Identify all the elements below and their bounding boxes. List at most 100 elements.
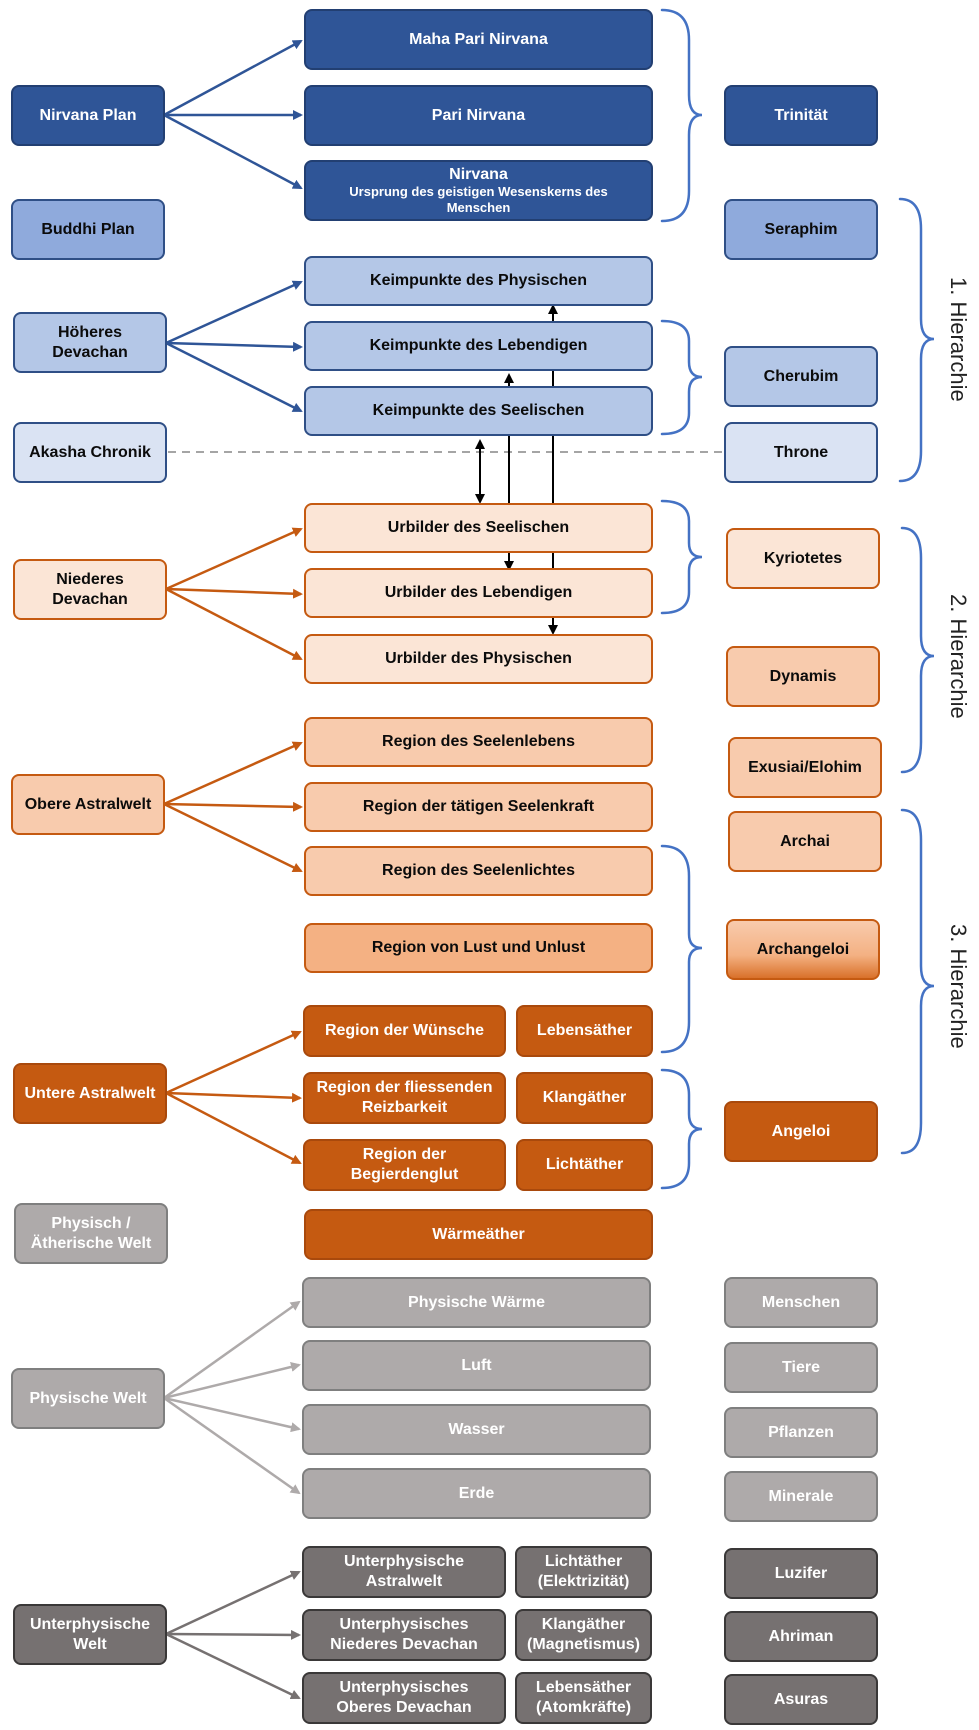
region-label: Physische Wärme <box>408 1293 545 1311</box>
region-lust-unlust: Region von Lust und Unlust <box>304 923 653 973</box>
ether-label: Lichtäther (Elektrizität) <box>537 1553 630 1590</box>
region-urbilder-lebendig: Urbilder des Lebendigen <box>304 568 653 618</box>
hierarchie-1-label: 1. Hierarchie <box>938 239 978 439</box>
region-label: Region der Begierdenglut <box>350 1146 459 1183</box>
region-label: Wasser <box>448 1420 505 1438</box>
being-label: Ahriman <box>768 1627 834 1645</box>
arrow-nirvana-to-maha <box>163 39 303 117</box>
arrows-unterphysische-welt <box>165 1570 301 1700</box>
being-label: Luzifer <box>774 1564 828 1582</box>
being-label: Pflanzen <box>768 1423 834 1441</box>
hierarchie-text: 1. Hierarchie <box>946 276 971 402</box>
region-luft: Luft <box>302 1340 651 1391</box>
region-seelenlicht: Region des Seelenlichtes <box>304 846 653 896</box>
region-unterphysische-astralwelt: Unterphysische Astralwelt <box>302 1546 506 1598</box>
region-label: Urbilder des Seelischen <box>387 519 570 537</box>
arrow-ua-to-begierdenglut <box>165 1091 302 1165</box>
being-label: Exusiai/Elohim <box>748 758 862 776</box>
arrow-oa-to-seelenleben <box>163 741 303 806</box>
plane-niederes-devachan: Niederes Devachan <box>13 559 167 620</box>
brace-hierarchie-1 <box>898 197 935 483</box>
being-label: Archai <box>780 832 830 850</box>
region-begierdenglut: Region der Begierdenglut <box>303 1139 506 1191</box>
plane-akasha-chronik: Akasha Chronik <box>13 422 167 483</box>
brace-hierarchie-2 <box>900 526 935 774</box>
ether-label: Klangäther (Magnetismus) <box>527 1616 640 1653</box>
being-trinitaet: Trinität <box>724 85 878 146</box>
plane-label: Unterphysische Welt <box>29 1615 151 1653</box>
being-pflanzen: Pflanzen <box>724 1407 878 1458</box>
being-throne: Throne <box>724 422 878 483</box>
braces <box>660 8 935 1190</box>
region-label: Unterphysisches Oberes Devachan <box>336 1679 472 1716</box>
ether-label: Lichtäther <box>545 1156 624 1174</box>
plane-label: Buddhi Plan <box>41 220 135 238</box>
arrows-physische-welt <box>163 1300 301 1495</box>
ether-licht-elektrizitaet: Lichtäther (Elektrizität) <box>515 1546 652 1598</box>
region-label: Erde <box>458 1484 495 1502</box>
region-keimpunkte-lebendig: Keimpunkte des Lebendigen <box>304 321 653 371</box>
being-minerale: Minerale <box>724 1471 878 1522</box>
being-menschen: Menschen <box>724 1277 878 1328</box>
hierarchie-2-label: 2. Hierarchie <box>938 556 978 756</box>
being-label: Menschen <box>761 1293 841 1311</box>
arrows-niederes-devachan <box>165 527 303 661</box>
ether-label: Wärmeäther <box>432 1225 525 1243</box>
region-urbilder-seelisch: Urbilder des Seelischen <box>304 503 653 553</box>
ether-lebens-atomkraefte: Lebensäther (Atomkräfte) <box>515 1672 652 1724</box>
being-label: Kyriotetes <box>763 549 843 567</box>
ether-lebensaether: Lebensäther <box>516 1005 653 1057</box>
brace-angeloi <box>660 1068 703 1190</box>
arrow-hd-to-keim-seelisch <box>165 341 303 413</box>
region-nirvana: Nirvana Ursprung des geistigen Wesensker… <box>304 160 653 221</box>
being-cherubim: Cherubim <box>724 346 878 407</box>
being-label: Dynamis <box>769 667 837 685</box>
plane-physisch-aetherische-welt: Physisch / Ätherische Welt <box>14 1203 168 1264</box>
plane-obere-astralwelt: Obere Astralwelt <box>11 774 165 835</box>
region-seelenleben: Region des Seelenlebens <box>304 717 653 767</box>
arrow-pw-to-waerme <box>163 1300 301 1400</box>
arrow-upw-to-oberes <box>165 1632 301 1700</box>
region-label: Maha Pari Nirvana <box>409 30 548 48</box>
arrow-pw-to-luft <box>163 1362 301 1400</box>
arrow-ua-to-wuensche <box>165 1030 302 1095</box>
arrow-oa-to-seelenkraft <box>163 801 303 812</box>
arrows-obere-astralwelt <box>163 741 303 873</box>
ether-label: Lebensäther (Atomkräfte) <box>535 1679 632 1716</box>
region-label: Keimpunkte des Physischen <box>370 272 587 290</box>
arrow-oa-to-seelenlicht <box>163 802 303 873</box>
being-ahriman: Ahriman <box>724 1611 878 1662</box>
region-taetige-seelenkraft: Region der tätigen Seelenkraft <box>304 782 653 832</box>
region-label: Nirvana <box>449 165 508 183</box>
arrows-hoeheres-devachan <box>165 280 303 413</box>
arrows-untere-astralwelt <box>165 1030 302 1165</box>
plane-hoeheres-devachan: Höheres Devachan <box>13 312 167 373</box>
ether-lichtaether: Lichtäther <box>516 1139 653 1191</box>
plane-buddhi-plan: Buddhi Plan <box>11 199 165 260</box>
being-tiere: Tiere <box>724 1342 878 1393</box>
plane-label: Höheres Devachan <box>52 323 128 361</box>
arrows-nirvana-plan <box>163 39 303 190</box>
plane-untere-astralwelt: Untere Astralwelt <box>13 1063 167 1124</box>
region-pari-nirvana: Pari Nirvana <box>304 85 653 146</box>
ether-waermeaether: Wärmeäther <box>304 1209 653 1260</box>
plane-nirvana-plan: Nirvana Plan <box>11 85 165 146</box>
region-label: Region von Lust und Unlust <box>371 939 586 957</box>
plane-physische-welt: Physische Welt <box>11 1368 165 1429</box>
being-label: Seraphim <box>764 220 838 238</box>
being-exusiai-elohim: Exusiai/Elohim <box>728 737 882 798</box>
region-label: Keimpunkte des Seelischen <box>372 402 585 420</box>
being-label: Throne <box>773 443 829 461</box>
region-label: Region der tätigen Seelenkraft <box>362 798 595 816</box>
being-archangeloi: Archangeloi <box>726 919 880 980</box>
region-label: Region der fliessenden Reizbarkeit <box>316 1079 493 1116</box>
arrow-pw-to-erde <box>163 1396 301 1495</box>
region-label: Region des Seelenlichtes <box>382 862 575 880</box>
arrow-nd-to-urbild-physisch <box>165 587 303 661</box>
region-keimpunkte-seelisch: Keimpunkte des Seelischen <box>304 386 653 436</box>
region-label: Luft <box>461 1356 492 1374</box>
region-label: Urbilder des Lebendigen <box>384 584 573 602</box>
brace-hierarchie-3 <box>900 808 935 1155</box>
ether-label: Klangäther <box>542 1089 627 1107</box>
